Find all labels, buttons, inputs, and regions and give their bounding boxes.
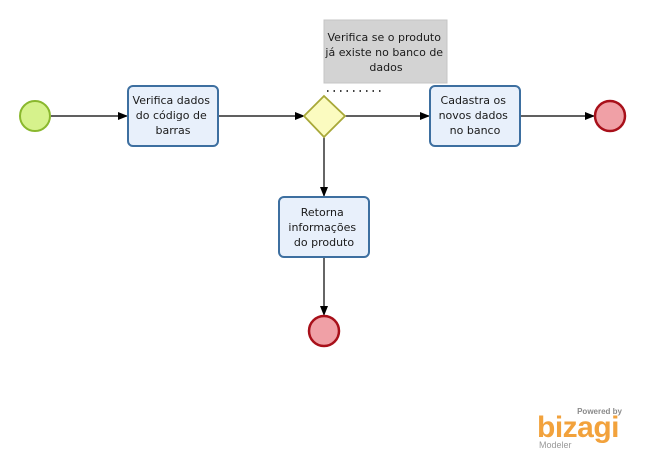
task-return-info-line-3: do produto — [294, 236, 354, 249]
task-verify-barcode-line-2: do código de — [136, 109, 207, 122]
annotation-line-2: já existe no banco de — [324, 46, 443, 59]
task-return-info-line-1: Retorna — [301, 206, 344, 219]
modeler-text: Modeler — [539, 440, 572, 450]
task-register-data[interactable]: Cadastra os novos dados no banco — [429, 85, 521, 147]
task-register-data-label: Cadastra os novos dados no banco — [439, 94, 512, 137]
powered-by-text: Powered by — [577, 407, 622, 416]
end-event-right[interactable] — [593, 99, 627, 133]
annotation-box — [323, 19, 448, 84]
task-verify-barcode-label: Verifica dados do código de barras — [133, 94, 214, 137]
annotation-text: Verifica se o produto já existe no banco… — [324, 31, 446, 74]
task-return-info[interactable]: Retorna informações do produto — [278, 196, 370, 258]
annotation-line-1: Verifica se o produto — [328, 31, 442, 44]
task-register-data-line-2: novos dados — [439, 109, 509, 122]
task-register-data-line-3: no banco — [450, 124, 501, 137]
task-verify-barcode-line-1: Verifica dados — [133, 94, 211, 107]
end-event-bottom[interactable] — [307, 314, 341, 348]
task-verify-barcode[interactable]: Verifica dados do código de barras — [127, 85, 219, 147]
annotation-line-3: dados — [369, 61, 402, 74]
start-event[interactable] — [19, 100, 51, 132]
bizagi-logo: Powered by bizagi Modeler — [537, 407, 623, 450]
task-register-data-line-1: Cadastra os — [441, 94, 507, 107]
task-return-info-line-2: informações — [288, 221, 356, 234]
task-return-info-label: Retorna informações do produto — [288, 206, 359, 249]
bizagi-wordmark: bizagi — [537, 411, 619, 444]
task-verify-barcode-line-3: barras — [155, 124, 190, 137]
exclusive-gateway[interactable] — [302, 94, 347, 139]
